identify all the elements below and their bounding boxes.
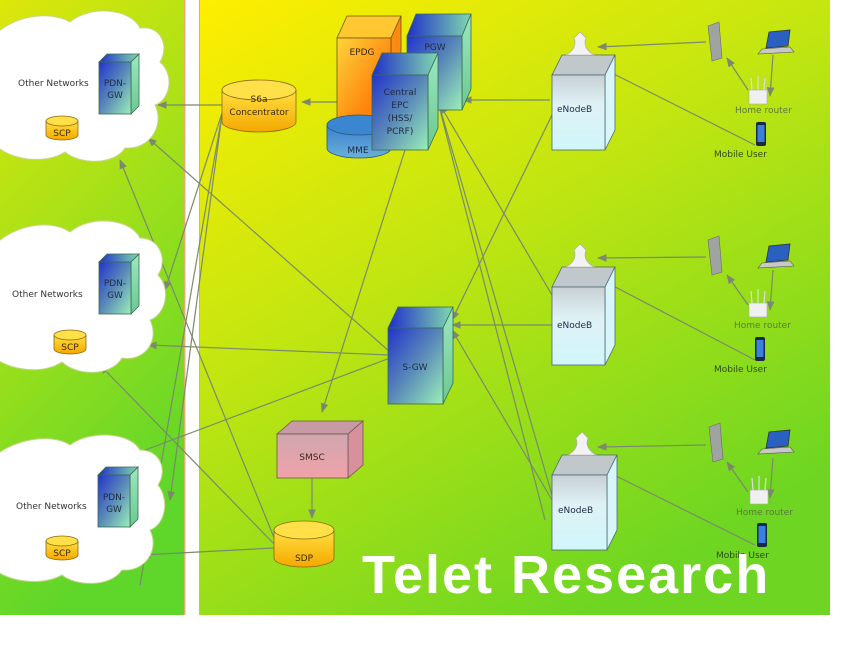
access-point-icon (707, 21, 723, 62)
mobile-phone-icon (756, 122, 766, 146)
svg-text:PGW: PGW (424, 43, 445, 53)
antenna-icon (566, 431, 598, 456)
pdn-gw-node-1[interactable]: PDN- GW (98, 53, 140, 115)
access-point-icon (707, 235, 723, 276)
svg-text:GW: GW (107, 91, 123, 101)
svg-text:S6a: S6a (251, 95, 268, 105)
svg-text:SMSC: SMSC (299, 453, 324, 463)
home-router-label: Home router (734, 321, 791, 331)
scp-database-1[interactable]: SCP (45, 115, 79, 141)
s6a-concentrator-node[interactable]: S6a Concentrator (221, 79, 297, 133)
svg-text:eNodeB: eNodeB (557, 321, 592, 331)
svg-text:GW: GW (106, 505, 122, 515)
svg-text:SCP: SCP (61, 343, 79, 353)
home-router-icon (748, 289, 768, 318)
panel-divider (185, 0, 200, 615)
svg-text:(HSS/: (HSS/ (388, 114, 414, 124)
mobile-user-label: Mobile User (716, 551, 769, 561)
svg-text:MME: MME (347, 146, 369, 156)
home-router-icon (749, 476, 769, 505)
svg-text:PDN-: PDN- (103, 493, 125, 503)
home-router-icon (748, 76, 768, 105)
smsc-node[interactable]: SMSC (275, 420, 365, 479)
svg-text:Concentrator: Concentrator (229, 108, 288, 118)
central-epc-node[interactable]: Central EPC (HSS/ PCRF) (371, 52, 439, 151)
svg-text:Central: Central (384, 88, 417, 98)
svg-text:S-GW: S-GW (402, 363, 427, 373)
mobile-phone-icon (755, 337, 765, 361)
home-router-label: Home router (735, 106, 792, 116)
enodeb-node-2[interactable]: eNodeB (551, 243, 616, 366)
cloud-other-networks-1: Other Networks (0, 10, 170, 162)
svg-text:SDP: SDP (295, 554, 314, 564)
mobile-phone-icon (757, 523, 767, 547)
svg-text:eNodeB: eNodeB (558, 506, 593, 516)
cloud-label: Other Networks (16, 502, 87, 512)
scp-database-3[interactable]: SCP (45, 535, 79, 561)
cloud-label: Other Networks (18, 79, 89, 89)
laptop-icon (757, 29, 795, 55)
laptop-icon (757, 243, 795, 269)
svg-text:SCP: SCP (53, 549, 71, 559)
antenna-icon (564, 31, 596, 56)
enodeb-node-1[interactable]: eNodeB (551, 31, 616, 151)
brand-watermark: Telet Research (362, 545, 771, 605)
svg-text:eNodeB: eNodeB (557, 105, 592, 115)
svg-text:GW: GW (107, 291, 123, 301)
mobile-user-label: Mobile User (714, 150, 767, 160)
antenna-icon (564, 243, 596, 268)
scp-database-2[interactable]: SCP (53, 329, 87, 355)
pdn-gw-node-3[interactable]: PDN- GW (97, 466, 139, 528)
pdn-gw-node-2[interactable]: PDN- GW (98, 253, 140, 315)
laptop-icon (757, 429, 795, 455)
mobile-user-label: Mobile User (714, 365, 767, 375)
sdp-database-node[interactable]: SDP (273, 520, 335, 568)
cloud-other-networks-3: Other Networks (0, 434, 166, 584)
svg-text:PCRF): PCRF) (387, 127, 414, 137)
access-point-icon (708, 422, 724, 463)
home-router-label: Home router (736, 508, 793, 518)
svg-text:SCP: SCP (53, 129, 71, 139)
enodeb-node-3[interactable]: eNodeB (551, 431, 618, 551)
svg-text:PDN-: PDN- (104, 79, 126, 89)
connection-lines (99, 41, 775, 586)
svg-text:PDN-: PDN- (104, 279, 126, 289)
svg-text:EPDG: EPDG (349, 48, 374, 58)
cloud-label: Other Networks (12, 290, 83, 300)
s-gw-node[interactable]: S-GW (387, 306, 454, 405)
svg-text:EPC: EPC (391, 101, 408, 111)
